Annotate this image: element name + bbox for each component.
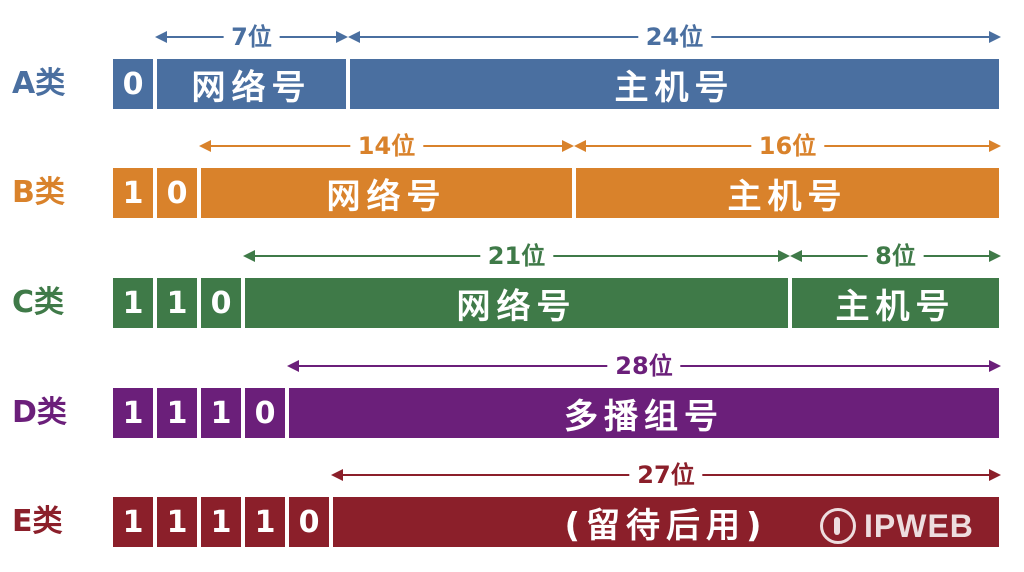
field-segment: 主机号 <box>576 168 999 218</box>
bit-width-arrow: 28位 <box>287 351 1001 381</box>
arrowhead-right-icon <box>989 31 1001 43</box>
bit-width-arrow: 8位 <box>790 241 1001 271</box>
bit-width-arrow: 14位 <box>199 131 574 161</box>
leading-bit-cell: 1 <box>157 497 197 547</box>
arrowhead-left-icon <box>287 360 299 372</box>
bit-width-label: 8位 <box>867 241 924 271</box>
arrowhead-left-icon <box>155 31 167 43</box>
class-label: A类 <box>12 66 66 101</box>
arrowhead-right-icon <box>989 140 1001 152</box>
leading-bit-cell: 1 <box>113 497 153 547</box>
field-segment: 网络号 <box>157 59 346 109</box>
arrowhead-left-icon <box>574 140 586 152</box>
bit-width-arrow: 24位 <box>348 22 1001 52</box>
bit-width-arrow: 27位 <box>331 460 1001 490</box>
bit-width-arrow: 16位 <box>574 131 1001 161</box>
leading-bit-cell: 1 <box>113 388 153 438</box>
leading-bit-cell: 0 <box>113 59 153 109</box>
leading-bit-cell: 0 <box>157 168 197 218</box>
field-segment: 主机号 <box>792 278 999 328</box>
bit-width-label: 14位 <box>349 131 424 161</box>
arrowhead-right-icon <box>336 31 348 43</box>
class-label: E类 <box>12 504 63 539</box>
field-segment: 网络号 <box>201 168 572 218</box>
leading-bit-cell: 1 <box>113 278 153 328</box>
leading-bit-cell: 0 <box>245 388 285 438</box>
bit-width-label: 27位 <box>629 460 703 490</box>
field-segment: 主机号 <box>350 59 999 109</box>
arrowhead-left-icon <box>243 250 255 262</box>
field-segment: (留待后用) <box>333 497 999 547</box>
bit-width-arrow: 21位 <box>243 241 790 271</box>
class-label: B类 <box>12 175 65 210</box>
leading-bit-cell: 1 <box>201 388 241 438</box>
arrowhead-left-icon <box>790 250 802 262</box>
arrowhead-left-icon <box>348 31 360 43</box>
leading-bit-cell: 0 <box>201 278 241 328</box>
watermark-text: IPWEB <box>864 507 974 544</box>
arrowhead-right-icon <box>778 250 790 262</box>
watermark: IPWEB <box>820 504 974 548</box>
field-segment: 多播组号 <box>289 388 999 438</box>
arrowhead-right-icon <box>989 360 1001 372</box>
arrowhead-right-icon <box>989 469 1001 481</box>
arrowhead-right-icon <box>562 140 574 152</box>
field-segment: 网络号 <box>245 278 788 328</box>
class-label: C类 <box>12 285 65 320</box>
leading-bit-cell: 1 <box>245 497 285 547</box>
bit-width-label: 28位 <box>607 351 681 381</box>
arrowhead-right-icon <box>989 250 1001 262</box>
leading-bit-cell: 1 <box>201 497 241 547</box>
bit-width-label: 24位 <box>637 22 712 52</box>
bit-width-label: 7位 <box>223 22 280 52</box>
arrowhead-left-icon <box>331 469 343 481</box>
bit-width-label: 16位 <box>750 131 825 161</box>
leading-bit-cell: 1 <box>113 168 153 218</box>
bit-width-arrow: 7位 <box>155 22 348 52</box>
leading-bit-cell: 1 <box>157 278 197 328</box>
leading-bit-cell: 0 <box>289 497 329 547</box>
bit-width-label: 21位 <box>479 241 554 271</box>
class-label: D类 <box>12 395 67 430</box>
ipweb-logo-icon <box>820 508 856 544</box>
leading-bit-cell: 1 <box>157 388 197 438</box>
arrowhead-left-icon <box>199 140 211 152</box>
